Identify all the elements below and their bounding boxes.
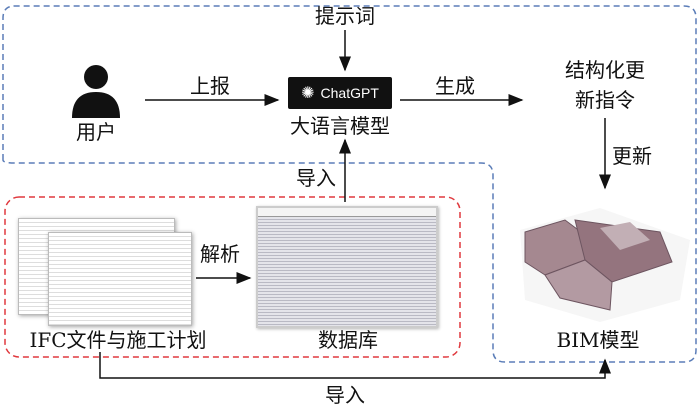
instruction-label-1: 结构化更: [565, 58, 645, 82]
parse-label: 解析: [200, 242, 240, 266]
red-dashed-boundary: [4, 196, 461, 358]
chatgpt-text: ChatGPT: [320, 85, 379, 101]
llm-label: 大语言模型: [290, 114, 390, 138]
arrow-import-bottom: [99, 352, 611, 379]
user-label: 用户: [76, 120, 116, 144]
generate-label: 生成: [435, 74, 475, 98]
blue-dashed-boundary: [2, 5, 697, 363]
user-icon: [72, 65, 120, 118]
bim-label: BIM模型: [556, 328, 640, 352]
bim-model-image: [520, 208, 690, 322]
update-label: 更新: [612, 144, 652, 168]
openai-icon: ✺: [301, 85, 315, 102]
schedule-image: [48, 232, 192, 326]
prompt-label: 提示词: [315, 4, 375, 28]
report-label: 上报: [190, 74, 230, 98]
import-bottom-label: 导入: [325, 383, 365, 407]
instruction-label-2: 新指令: [575, 88, 635, 112]
import-up-label: 导入: [296, 166, 336, 190]
database-label: 数据库: [318, 328, 378, 352]
ifc-label: IFC文件与施工计划: [29, 328, 207, 352]
database-image: [256, 206, 438, 328]
chatgpt-logo: ✺ ChatGPT: [288, 77, 392, 109]
